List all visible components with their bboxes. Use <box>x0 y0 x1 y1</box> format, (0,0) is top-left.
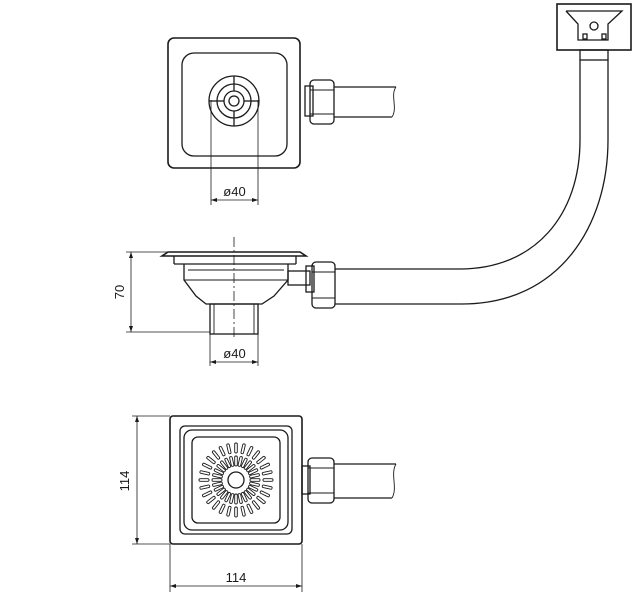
side-outlet-diameter-label: ø40 <box>223 346 245 361</box>
strainer-slot <box>234 455 238 467</box>
strainer-slot <box>224 492 232 503</box>
top-view-hose <box>334 86 397 118</box>
strainer-slot <box>218 503 226 514</box>
strainer-slot <box>243 460 252 470</box>
bottom-view-hose <box>334 463 397 499</box>
strainer-slot <box>246 446 254 457</box>
strainer-slot <box>240 492 248 503</box>
strainer-slot <box>246 464 256 473</box>
strainer-slot <box>237 493 243 504</box>
strainer-slot <box>243 490 252 500</box>
strainer-slot <box>199 484 211 490</box>
strainer-slot <box>220 460 229 470</box>
strainer-slot <box>202 490 213 498</box>
side-view-nut <box>287 261 336 309</box>
strainer-slot <box>248 484 259 492</box>
bottom-height-label: 114 <box>117 471 132 492</box>
strainer-slot <box>216 464 226 473</box>
strainer-slot <box>199 470 211 476</box>
bottom-view: 114 114 <box>117 415 397 592</box>
top-view-outer-plate <box>167 37 301 169</box>
strainer-slot <box>234 493 238 505</box>
strainer-slot <box>211 478 223 482</box>
strainer-slot <box>240 443 246 455</box>
strainer-slot <box>261 470 273 476</box>
strainer-slot <box>218 446 226 457</box>
bottom-view-grate <box>183 429 289 531</box>
bottom-width-label: 114 <box>226 570 247 585</box>
overflow-neck <box>579 49 609 61</box>
strainer-slot <box>224 457 232 468</box>
strainer-slot <box>198 478 210 482</box>
strainer-slot <box>234 442 238 454</box>
overflow-hose-inner <box>335 60 609 305</box>
strainer-slot <box>246 503 254 514</box>
strainer-slots <box>198 442 274 518</box>
top-view: ø40 <box>167 37 397 205</box>
top-view-nut <box>304 79 335 125</box>
strainer-slot <box>213 484 224 492</box>
strainer-slot <box>206 455 216 465</box>
strainer-slot <box>249 473 260 479</box>
strainer-slot <box>261 484 273 490</box>
strainer-slot <box>226 443 232 455</box>
overflow-hose-outer <box>335 60 581 270</box>
strainer-slot <box>262 478 274 482</box>
overflow-fitting <box>556 3 632 61</box>
bottom-view-nut <box>301 457 335 504</box>
strainer-slot <box>211 450 221 460</box>
strainer-slot <box>251 500 261 510</box>
strainer-slot <box>249 481 260 487</box>
strainer-slot <box>220 490 229 500</box>
strainer-slot <box>226 505 232 517</box>
strainer-slot <box>240 505 246 517</box>
strainer-slot <box>248 468 259 476</box>
strainer-slot <box>251 450 261 460</box>
side-view-rim <box>159 251 309 257</box>
strainer-slot <box>237 456 243 467</box>
strainer-slot <box>259 462 270 470</box>
strainer-slot <box>202 462 213 470</box>
strainer-slot <box>246 487 256 496</box>
bottom-view-drain-hole <box>227 471 245 489</box>
strainer-slot <box>259 490 270 498</box>
top-view-hub <box>208 75 260 127</box>
top-view-inner-basin <box>181 52 288 157</box>
bottom-view-inner-plate <box>179 425 293 535</box>
side-height-label: 70 <box>112 285 127 299</box>
strainer-slot <box>213 468 224 476</box>
strainer-slot <box>256 455 266 465</box>
top-outlet-diameter-label: ø40 <box>223 184 245 199</box>
strainer-slot <box>229 493 235 504</box>
bottom-view-outer-plate <box>169 415 303 545</box>
strainer-slot <box>234 506 238 518</box>
strainer-slot <box>249 478 261 482</box>
strainer-slot <box>256 495 266 505</box>
side-view: 70 ø40 <box>112 60 609 366</box>
strainer-slot <box>229 456 235 467</box>
strainer-slot <box>240 457 248 468</box>
strainer-slot <box>211 500 221 510</box>
strainer-slot <box>206 495 216 505</box>
strainer-slot <box>212 473 223 479</box>
strainer-slot <box>216 487 226 496</box>
strainer-slot <box>212 481 223 487</box>
